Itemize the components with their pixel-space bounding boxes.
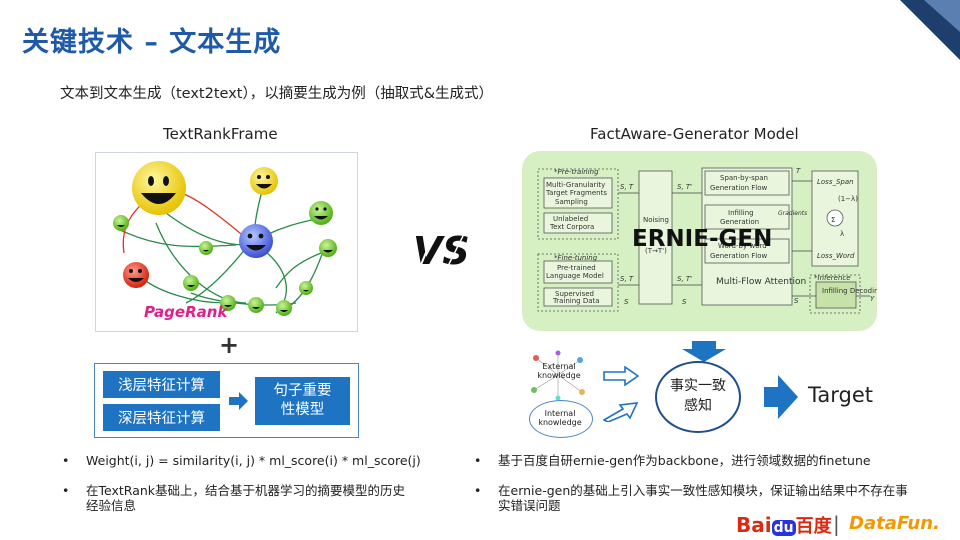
logo-separator: |: [833, 512, 840, 536]
arrow-outline-icon: [602, 400, 639, 426]
svg-text:S, T: S, T: [620, 275, 634, 283]
svg-text:Sampling: Sampling: [555, 198, 588, 206]
svg-text:S, T: S, T: [620, 183, 634, 191]
svg-text:S: S: [682, 298, 687, 306]
internal-knowledge-label: Internal knowledge: [538, 409, 582, 427]
svg-text:Infilling Decoding: Infilling Decoding: [822, 287, 877, 295]
external-knowledge-label: External knowledge: [537, 362, 581, 380]
internal-knowledge-ellipse: [529, 400, 593, 438]
feature-model-box: 浅层特征计算 深层特征计算 句子重要性模型: [94, 363, 359, 438]
pagerank-illustration: PageRank: [95, 152, 358, 332]
vs-graphic: VS: [410, 218, 474, 284]
svg-text:*Pre-training: *Pre-training: [554, 168, 599, 176]
right-bullet-2: •在ernie-gen的基础上引入事实一致性感知模块，保证输出结果中不存在事实错…: [474, 483, 908, 513]
svg-text:Word-by-word: Word-by-word: [718, 242, 767, 250]
pagerank-label: PageRank: [144, 303, 228, 321]
factaware-heading: FactAware-Generator Model: [590, 125, 799, 143]
vs-text: VS: [413, 229, 470, 273]
svg-text:(1−λ): (1−λ): [838, 195, 858, 203]
textrank-heading: TextRankFrame: [163, 125, 278, 143]
svg-text:Generation Flow: Generation Flow: [710, 252, 768, 260]
right-bullet-1: •基于百度自研ernie-gen作为backbone，进行领域数据的finetu…: [474, 453, 871, 468]
arrow-right-icon: [764, 375, 798, 423]
ernie-gen-label: ERNIE-GEN: [632, 226, 773, 252]
svg-text:Multi-Granularity: Multi-Granularity: [546, 181, 605, 189]
page-subtitle: 文本到文本生成（text2text），以摘要生成为例（抽取式&生成式）: [60, 86, 494, 102]
arrow-right-icon: [229, 391, 249, 415]
fact-consistency-label: 事实一致感知: [670, 378, 726, 414]
fact-consistency-circle: 事实一致感知: [655, 361, 741, 433]
svg-text:Pre-trained: Pre-trained: [557, 264, 596, 272]
svg-text:Y: Y: [870, 295, 875, 303]
external-knowledge-graph: [528, 350, 588, 404]
plus-icon: +: [219, 331, 240, 359]
svg-text:Infilling: Infilling: [728, 209, 754, 217]
svg-text:Unlabeled: Unlabeled: [553, 215, 588, 223]
sentence-importance-model-block: 句子重要性模型: [255, 377, 350, 425]
deep-feature-block: 深层特征计算: [103, 404, 220, 431]
arrow-down-icon: [680, 341, 728, 367]
svg-text:Target Fragments: Target Fragments: [545, 189, 607, 197]
svg-text:Loss_Span: Loss_Span: [817, 178, 854, 186]
svg-text:S, T': S, T': [677, 183, 692, 191]
target-label: Target: [808, 383, 873, 407]
svg-text:Generation Flow: Generation Flow: [710, 184, 768, 192]
svg-text:Text Corpora: Text Corpora: [549, 223, 594, 231]
svg-text:S: S: [794, 297, 799, 305]
svg-text:λ: λ: [840, 230, 844, 238]
svg-text:*Inference: *Inference: [814, 274, 851, 282]
svg-text:Loss_Word: Loss_Word: [817, 252, 855, 260]
page-title: 关键技术 – 文本生成: [22, 27, 282, 58]
svg-text:(T→T'): (T→T'): [645, 247, 667, 255]
svg-text:Gradients: Gradients: [778, 210, 807, 217]
svg-text:Noising: Noising: [643, 216, 669, 224]
svg-text:Span-by-span: Span-by-span: [720, 174, 768, 182]
svg-text:Language Model: Language Model: [546, 272, 604, 280]
svg-text:S: S: [624, 298, 629, 306]
svg-text:Multi-Flow Attention: Multi-Flow Attention: [716, 277, 806, 287]
shallow-feature-block: 浅层特征计算: [103, 371, 220, 398]
svg-text:Supervised: Supervised: [555, 290, 594, 298]
svg-text:S, T': S, T': [677, 275, 692, 283]
svg-text:T: T: [796, 167, 801, 175]
left-bullet-1: •Weight(i, j) = similarity(i, j) * ml_sc…: [62, 453, 421, 468]
svg-text:Σ: Σ: [831, 216, 835, 224]
svg-text:*Fine-tuning: *Fine-tuning: [554, 254, 598, 262]
left-bullet-2: •在TextRank基础上，结合基于机器学习的摘要模型的历史经验信息: [62, 483, 406, 513]
ernie-gen-diagram: *Pre-training *Fine-tuning *Inference Mu…: [522, 151, 877, 331]
corner-decoration: [880, 0, 960, 60]
datafun-logo: DataFun.: [849, 513, 940, 534]
svg-text:Training Data: Training Data: [552, 297, 600, 305]
arrow-outline-icon: [603, 365, 640, 390]
svg-text:Generation: Generation: [720, 218, 759, 226]
